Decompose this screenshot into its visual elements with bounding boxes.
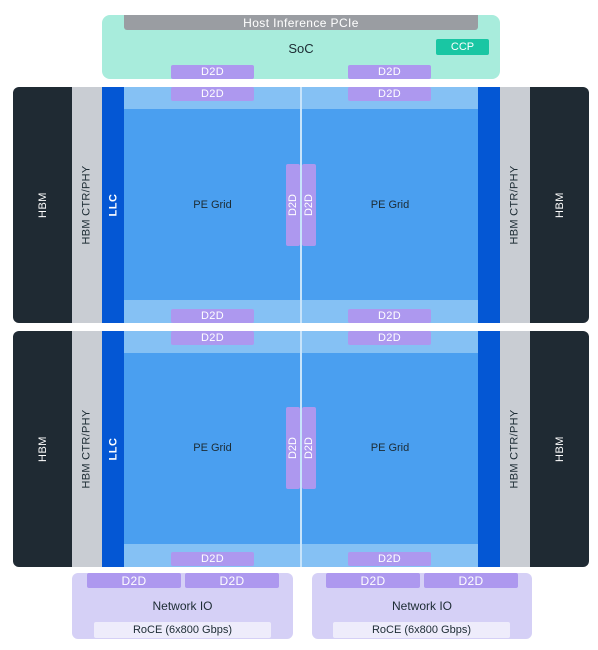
llc-block-right [478,331,500,567]
top-d2d-right: D2D [348,331,431,345]
die-gap [0,323,598,331]
hbm-ctr-phy-left: HBM CTR/PHY [72,331,102,567]
center-d2d-right: D2D [302,164,316,246]
network-io-left-d2d-2: D2D [185,573,279,588]
roce-left: RoCE (6x800 Gbps) [94,622,271,638]
top-d2d-left: D2D [171,87,254,101]
pe-grid-label-right: PE Grid [370,199,410,211]
network-io-left-d2d-1: D2D [87,573,181,588]
hbm-ctr-phy-right: HBM CTR/PHY [500,331,530,567]
llc-block-right [478,87,500,323]
bottom-d2d-left: D2D [171,309,254,323]
host-inference-pcie: Host Inference PCIe [124,15,478,30]
pe-grid-label-left: PE Grid [193,199,232,211]
center-d2d-right: D2D [302,407,316,489]
hbm-right: HBM [530,331,589,567]
hbm-ctr-phy-left: HBM CTR/PHY [72,87,102,323]
network-io-right-d2d-1: D2D [326,573,420,588]
die-center-divider [300,331,302,567]
llc-block: LLC [102,87,124,323]
top-d2d-right: D2D [348,87,431,101]
pe-grid-label-right: PE Grid [370,442,410,454]
llc-block: LLC [102,331,124,567]
bottom-d2d-right: D2D [348,552,431,566]
soc-d2d-left: D2D [171,65,254,79]
hbm-ctr-phy-right: HBM CTR/PHY [500,87,530,323]
center-d2d-left: D2D [286,164,300,246]
soc-label: SoC [288,40,314,56]
bottom-d2d-left: D2D [171,552,254,566]
top-d2d-left: D2D [171,331,254,345]
center-d2d-left: D2D [286,407,300,489]
roce-right: RoCE (6x800 Gbps) [333,622,510,638]
hbm-right: HBM [530,87,589,323]
die-center-divider [300,87,302,323]
soc-d2d-right: D2D [348,65,431,79]
network-io-right-label: Network IO [391,599,452,613]
ccp-block: CCP [436,39,489,55]
hbm-left: HBM [13,87,72,323]
network-io-left-label: Network IO [152,599,213,613]
network-io-right-d2d-2: D2D [424,573,518,588]
pe-grid-label-left: PE Grid [193,442,232,454]
hbm-left: HBM [13,331,72,567]
bottom-d2d-right: D2D [348,309,431,323]
